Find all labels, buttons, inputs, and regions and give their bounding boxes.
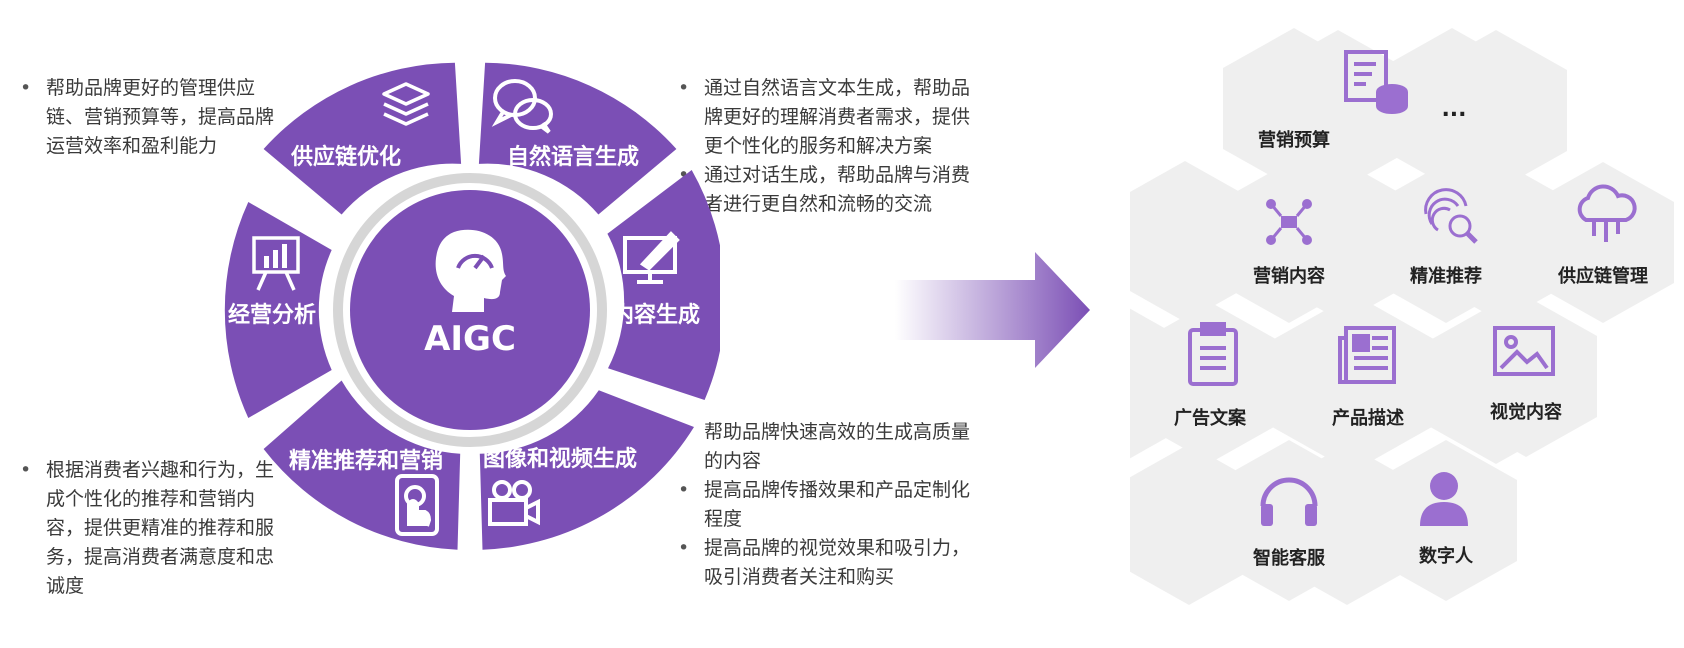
segment-label-image-video: 图像和视频生成 xyxy=(483,446,637,472)
chat-bubbles-icon xyxy=(491,79,553,134)
wheel-segment-content xyxy=(607,170,720,400)
hexagon-label: 营销内容 xyxy=(1253,266,1325,287)
bullets-bottom-right: 帮助品牌快速高效的生成高质量的内容 提高品牌传播效果和产品定制化程度 提高品牌的… xyxy=(672,418,972,592)
hexagon-label: 精准推荐 xyxy=(1410,266,1482,287)
monitor-pen-icon xyxy=(623,231,680,284)
bullets-top-right: 通过自然语言文本生成，帮助品牌更好的理解消费者需求，提供更个性化的服务和解决方案… xyxy=(672,74,972,219)
hexagon-tile xyxy=(1267,303,1409,464)
hexagon-label: 数字人 xyxy=(1419,546,1473,567)
wheel-segment-analysis xyxy=(224,202,332,418)
bullets-bottom-left: 根据消费者兴趣和行为，生成个性化的推荐和营销内容，提供更精准的推荐和服务，提高消… xyxy=(14,456,284,601)
hexagon-tile xyxy=(1276,444,1418,605)
segment-label-recommendation: 精准推荐和营销 xyxy=(289,448,443,474)
segment-label-nlg: 自然语言生成 xyxy=(507,144,639,170)
hexagon-tile xyxy=(1430,161,1572,322)
segment-label-supply-chain: 供应链优化 xyxy=(290,144,401,170)
hexagon-tile xyxy=(1130,308,1191,459)
hexagon-label: 智能客服 xyxy=(1253,548,1325,569)
hexagon-tile xyxy=(1425,303,1567,464)
aigc-wheel: AIGC 供应链优化 自然语言生成 内容生成 图像和视频 xyxy=(224,62,720,550)
presentation-chart-icon xyxy=(252,236,300,291)
hexagon-grid xyxy=(1130,30,1572,605)
hexagon-label: 视觉内容 xyxy=(1490,402,1562,423)
brain-gauge-icon xyxy=(435,229,506,312)
bullet-item: 根据消费者兴趣和行为，生成个性化的推荐和营销内容，提供更精准的推荐和服务，提高消… xyxy=(14,456,284,601)
bullet-item: 通过对话生成，帮助品牌与消费者进行更自然和流畅的交流 xyxy=(672,161,972,219)
layers-icon xyxy=(382,82,430,126)
hexagon-tile xyxy=(1130,444,1260,605)
bullet-item: 通过自然语言文本生成，帮助品牌更好的理解消费者需求，提供更个性化的服务和解决方案 xyxy=(672,74,972,161)
video-camera-icon xyxy=(488,480,540,526)
bullet-item: 提高品牌传播效果和产品定制化程度 xyxy=(672,476,972,534)
wheel-segment-image-video xyxy=(479,390,694,550)
hexagon-label: 营销预算 xyxy=(1258,130,1330,151)
hexagon-tile xyxy=(1272,161,1414,322)
tablet-touch-icon xyxy=(395,474,439,536)
hexagon-label: 产品描述 xyxy=(1332,408,1404,429)
segment-label-content: 内容生成 xyxy=(612,302,700,328)
bullets-top-left: 帮助品牌更好的管理供应链、营销预算等，提高品牌运营效率和盈利能力 xyxy=(14,74,284,161)
hexagon-label: 供应链管理 xyxy=(1558,266,1648,287)
gray-ring xyxy=(333,173,607,447)
wheel-segment-supply-chain xyxy=(263,62,462,215)
wheel-segment-nlg xyxy=(478,62,677,215)
bullet-item: 提高品牌的视觉效果和吸引力，吸引消费者关注和购买 xyxy=(672,534,972,592)
bullet-item: 帮助品牌更好的管理供应链、营销预算等，提高品牌运营效率和盈利能力 xyxy=(14,74,284,161)
segment-label-analysis: 经营分析 xyxy=(228,302,316,328)
hexagon-tile xyxy=(1130,161,1256,322)
gradient-arrow xyxy=(895,252,1090,368)
hexagon-label: 广告文案 xyxy=(1174,408,1246,429)
aigc-title: AIGC xyxy=(424,319,516,359)
